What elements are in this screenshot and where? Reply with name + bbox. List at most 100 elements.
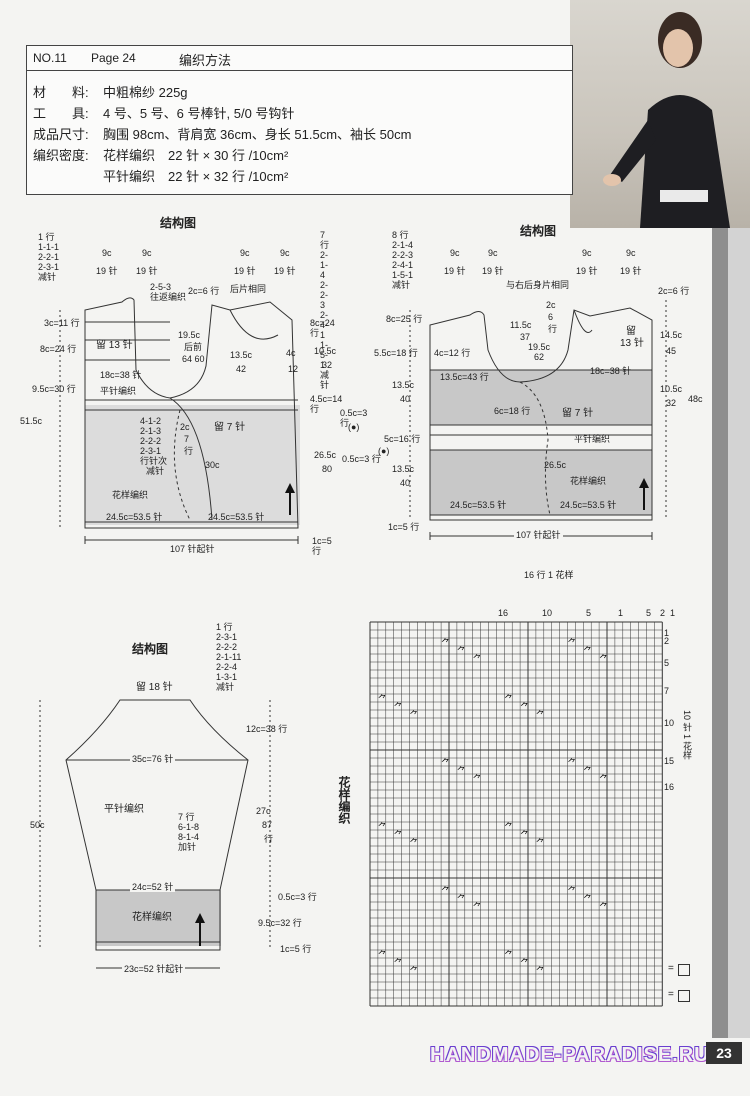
cable-symbol: ⺈ (473, 653, 482, 665)
chart-top-label: 16 行 1 花样 (524, 570, 574, 580)
materials-label: 材 料: (33, 85, 89, 100)
cable-symbol: ⺈ (378, 693, 387, 705)
sleeve-27c: 27c (256, 806, 271, 816)
front-hem-left: 24.5c=53.5 针 (106, 512, 163, 522)
sleeve-row: 行 (264, 834, 274, 844)
cable-symbol: ⺈ (473, 901, 482, 913)
neck-ret-row: 2-5-3 (150, 282, 172, 292)
front-neck-return: 2-5-3 往返编织 (150, 282, 186, 302)
sleeve-cast-on: 23c=52 针起针 (122, 964, 186, 974)
cable-symbol: ⺈ (583, 765, 592, 777)
gauge-label: 编织密度: (33, 148, 89, 163)
dec-row: 2-4-1 (392, 260, 414, 270)
sleeve-24c52: 24c=52 针 (130, 882, 176, 892)
sleeve-plain: 平针编织 (104, 804, 144, 815)
back-hem-left: 24.5c=53.5 针 (450, 500, 507, 510)
shoulder-cm: 9c (280, 248, 290, 258)
inc-row: 加针 (178, 842, 197, 852)
back-keep7: 留 7 针 (562, 408, 594, 419)
shoulder-st: 19 针 (96, 266, 118, 276)
dec-row: 2-2-2 (140, 436, 162, 446)
sleeve-9532: 9.5c=32 行 (258, 918, 302, 928)
front-12: 12 (288, 364, 299, 374)
neck-row: 减针 (38, 272, 57, 282)
back-40b: 40 (400, 478, 411, 488)
back-105: 10.5c (660, 384, 683, 394)
cable-symbol: ⺈ (394, 701, 403, 713)
back-5518: 5.5c=18 行 (374, 348, 418, 358)
cap-row: 2-2-4 (216, 662, 238, 672)
side-bar-light (728, 228, 750, 1038)
front-42: 42 (236, 364, 247, 374)
front-row: 行 (184, 446, 194, 456)
back-32: 32 (666, 398, 677, 408)
dec-label: 行针次 (140, 456, 168, 466)
instructions-title: 编织方法 (179, 53, 232, 68)
back-shoulder-d: 9c 19 针 (620, 248, 642, 276)
sleeve-diagram: 结构图 1 行 2-3-1 2-2-2 2-1-11 2-2-4 1-3-1 减… (0, 620, 340, 990)
front-shoulder-c: 9c 19 针 (234, 248, 256, 276)
cable-symbol: ⺈ (520, 701, 529, 713)
dec-row: 4-1-2 (140, 416, 162, 426)
sleeve-50c: 50c (30, 820, 45, 830)
cable-symbol: ⺈ (568, 757, 577, 769)
materials-value: 中粗棉纱 225g (103, 85, 188, 100)
front-pattern: 花样编织 (112, 490, 149, 500)
cable-symbol: ⺈ (520, 829, 529, 841)
model-photo (570, 0, 750, 228)
cable-symbol: ⺈ (441, 757, 450, 769)
size-label: 成品尺寸: (33, 127, 89, 142)
dec-row: 2-1-4 (392, 240, 414, 250)
shoulder-cm: 9c (582, 248, 592, 258)
cap-row: 2-3-1 (216, 632, 238, 642)
sleeve-cap-dec: 1 行 2-3-1 2-2-2 2-1-11 2-2-4 1-3-1 减针 (216, 622, 241, 692)
chart-grid: ⺈⺈⺈⺈⺈⺈⺈⺈⺈⺈⺈⺈⺈⺈⺈⺈⺈⺈⺈⺈⺈⺈⺈⺈⺈⺈⺈⺈⺈⺈⺈⺈⺈⺈⺈⺈ (369, 621, 663, 1007)
inc-row: 8-1-4 (178, 832, 200, 842)
back-hem-right: 24.5c=53.5 针 (560, 500, 617, 510)
back-2c6: 2c=6 行 (658, 286, 690, 296)
cable-symbol: ⺈ (410, 965, 419, 977)
shoulder-cm: 9c (626, 248, 636, 258)
back-keep13: 13 针 (620, 338, 644, 349)
cable-symbol: ⺈ (568, 885, 577, 897)
front-3c11: 3c=11 行 (44, 318, 80, 328)
shoulder-st: 19 针 (444, 266, 466, 276)
front-keep13: 留 13 针 (96, 340, 133, 351)
cap-row: 1-3-1 (216, 672, 238, 682)
back-195: 19.5c (528, 342, 551, 352)
shoulder-st: 19 针 (234, 266, 256, 276)
front-title: 结构图 (160, 216, 197, 230)
back-left-dec: 8 行 2-1-4 2-2-3 2-4-1 1-5-1 减针 (392, 230, 413, 290)
cable-symbol: ⺈ (583, 645, 592, 657)
chart-title: 花样编织 (337, 776, 351, 824)
dec-row: 减针 (392, 280, 411, 290)
chart-col-5: 5 (586, 608, 592, 618)
chart-row-2: 2 (664, 636, 670, 646)
back-1838: 18c=38 针 (590, 366, 632, 376)
dec-row: 2-1-3 (140, 426, 162, 436)
neck-row: 1-1-1 (38, 242, 60, 252)
front-neck-depth: 19.5c (178, 330, 201, 340)
tools-value: 4 号、5 号、6 号棒针, 5/0 号钩针 (103, 106, 295, 121)
watermark: HANDMADE-PARADISE.RU (430, 1044, 710, 1066)
front-13c: 13.5c (230, 350, 253, 360)
chart-col-5b: 5 (646, 608, 652, 618)
front-9c30: 9.5c=30 行 (32, 384, 76, 394)
model-figure-image (603, 12, 730, 228)
stitch-chart: ⺈⺈⺈⺈⺈⺈⺈⺈⺈⺈⺈⺈⺈⺈⺈⺈⺈⺈⺈⺈⺈⺈⺈⺈⺈⺈⺈⺈⺈⺈⺈⺈⺈⺈⺈⺈ 16 … (330, 570, 710, 1030)
sleeve-pattern: 花样编织 (132, 912, 172, 923)
cable-symbol: ⺈ (441, 885, 450, 897)
chart-col-1b: 1 (670, 608, 676, 618)
dec-row: 2-2-3 (392, 250, 414, 260)
dec-row: 减针 (320, 370, 330, 390)
cable-symbol: ⺈ (599, 901, 608, 913)
inc-row: 6-1-8 (178, 822, 200, 832)
cable-symbol: ⺈ (504, 821, 513, 833)
back-pattern: 花样编织 (570, 476, 607, 486)
back-row: 行 (548, 324, 558, 334)
front-8c24: 8c=24 行 (40, 344, 77, 354)
back-48c: 48c (688, 394, 703, 404)
shoulder-st: 19 针 (136, 266, 158, 276)
chart-col-16: 16 (498, 608, 509, 618)
back-618: 6c=18 行 (494, 406, 531, 416)
